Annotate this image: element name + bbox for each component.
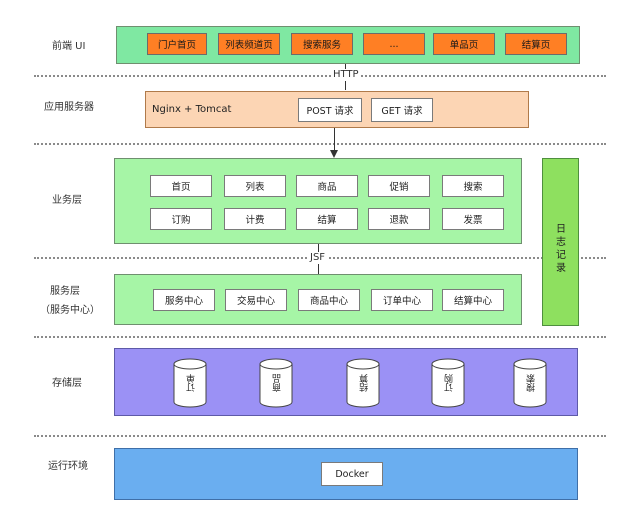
database-label: 结算 [360, 374, 370, 392]
database-icon [431, 358, 465, 408]
separator-line [34, 143, 606, 145]
frontend-page-box: 列表频道页 [218, 33, 280, 55]
business-module-box: 结算 [296, 208, 358, 230]
frontend-page-box: 结算页 [505, 33, 567, 55]
database-label: 商品 [273, 374, 283, 392]
frontend-page-box: ... [363, 33, 425, 55]
app-server-panel: Nginx + Tomcat POST 请求 GET 请求 [145, 91, 529, 128]
service-center-box: 订单中心 [371, 289, 433, 311]
frontend-panel: 门户首页 列表频道页 搜索服务 ... 单品页 结算页 [116, 26, 580, 64]
service-panel: 服务中心 交易中心 商品中心 订单中心 结算中心 [114, 274, 522, 325]
connector-line [334, 128, 335, 150]
database-cylinder: 结算 [346, 358, 380, 408]
app-server-name: Nginx + Tomcat [152, 104, 232, 115]
frontend-page-box: 搜索服务 [291, 33, 353, 55]
database-icon [259, 358, 293, 408]
business-module-box: 列表 [224, 175, 286, 197]
database-icon [513, 358, 547, 408]
database-cylinder: 订购 [431, 358, 465, 408]
service-center-box: 交易中心 [225, 289, 287, 311]
get-request-box: GET 请求 [371, 98, 433, 122]
business-module-box: 促销 [368, 175, 430, 197]
layer-label-runtime: 运行环境 [48, 461, 88, 472]
layer-label-app-server: 应用服务器 [44, 102, 94, 113]
service-center-box: 服务中心 [153, 289, 215, 311]
layer-label-service: 服务层 [50, 286, 80, 297]
layer-label-business: 业务层 [52, 195, 82, 206]
frontend-page-box: 门户首页 [147, 33, 207, 55]
separator-line [34, 435, 606, 437]
business-module-box: 发票 [442, 208, 504, 230]
protocol-label-jsf: JSF [308, 252, 328, 264]
layer-label-service-sub: （服务中心） [40, 305, 100, 316]
service-center-box: 结算中心 [442, 289, 504, 311]
database-label: 订购 [445, 374, 455, 392]
storage-panel: 订单 商品 结算 订购 搜索 [114, 348, 578, 416]
database-label: 搜索 [527, 374, 537, 392]
protocol-label-http: HTTP [331, 69, 361, 81]
database-cylinder: 订单 [173, 358, 207, 408]
business-panel: 首页 列表 商品 促销 搜索 订购 计费 结算 退款 发票 [114, 158, 522, 244]
separator-line [34, 75, 606, 77]
business-module-box: 退款 [368, 208, 430, 230]
database-icon [346, 358, 380, 408]
business-module-box: 订购 [150, 208, 212, 230]
database-label: 订单 [187, 374, 197, 392]
post-request-box: POST 请求 [298, 98, 362, 122]
business-module-box: 商品 [296, 175, 358, 197]
arrow-head [330, 150, 338, 158]
log-label: 日志记录 [556, 224, 566, 274]
docker-box: Docker [321, 462, 383, 486]
runtime-panel: Docker [114, 448, 578, 500]
service-center-box: 商品中心 [298, 289, 360, 311]
log-panel: 日志记录 [542, 158, 579, 326]
layer-label-storage: 存储层 [52, 378, 82, 389]
business-module-box: 首页 [150, 175, 212, 197]
database-cylinder: 商品 [259, 358, 293, 408]
database-cylinder: 搜索 [513, 358, 547, 408]
frontend-page-box: 单品页 [433, 33, 495, 55]
business-module-box: 计费 [224, 208, 286, 230]
business-module-box: 搜索 [442, 175, 504, 197]
layer-label-frontend: 前端 UI [52, 41, 86, 52]
database-icon [173, 358, 207, 408]
separator-line [34, 336, 606, 338]
